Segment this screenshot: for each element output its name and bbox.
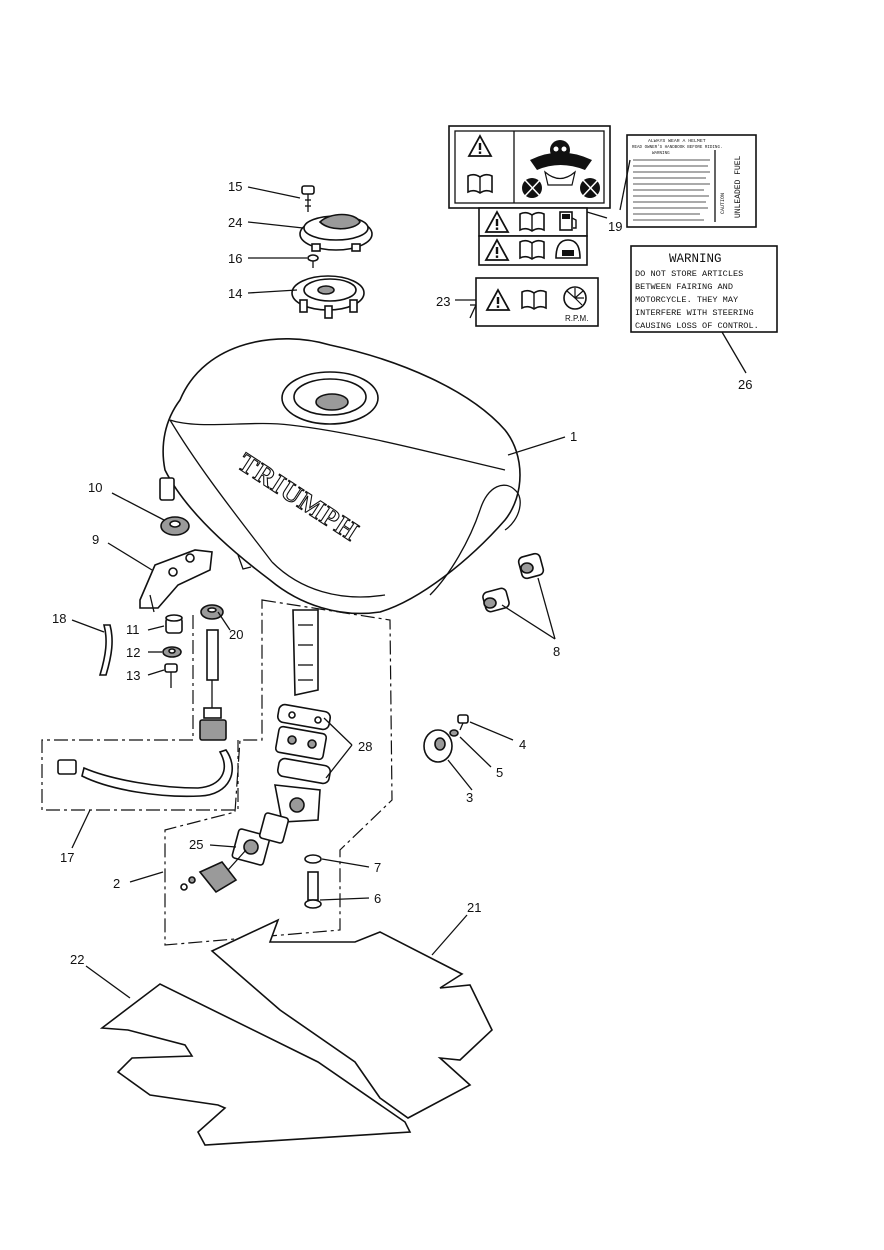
heat-pad-22-shape: [99, 983, 412, 1146]
label-19-helmet: [478, 235, 588, 266]
tachometer-icon: [563, 286, 587, 310]
gasket-28a: [276, 703, 332, 731]
helmet-label-fine-print: [633, 159, 710, 221]
callout-20: 20: [229, 627, 243, 642]
filler-ring-14: [291, 275, 365, 319]
callout-8: 8: [553, 644, 560, 659]
callout-16: 16: [228, 251, 242, 266]
callout-numbers: 1 2 3 4 5 6 7 8 9 10 11 12 13 14 15 16 1…: [52, 179, 752, 967]
bolt-13: [164, 663, 178, 688]
warning-line-1: DO NOT STORE ARTICLES: [635, 269, 743, 279]
heat-pad-21: [210, 918, 493, 1119]
rpm-text: R.P.M.: [565, 314, 588, 323]
callout-23: 23: [436, 294, 450, 309]
label-19-main: [448, 125, 611, 209]
rider-skull-icon: [522, 140, 600, 198]
label-19-fuel: [478, 207, 588, 237]
filter-tube: [292, 609, 319, 696]
breather-hose-18: [98, 624, 113, 676]
callout-5: 5: [496, 765, 503, 780]
screw-4: [457, 714, 469, 731]
gasket-28b: [276, 757, 332, 785]
helmet-icon: [555, 239, 581, 259]
callout-25: 25: [189, 837, 203, 852]
callout-18: 18: [52, 611, 66, 626]
callout-1: 1: [570, 429, 577, 444]
fuel-tank: TRIUMPH: [159, 338, 521, 615]
boundary-2: [164, 599, 393, 946]
warning-line-5: CAUSING LOSS OF CONTROL.: [635, 321, 759, 331]
label-23-rpm: R.P.M.: [475, 277, 599, 327]
helmet-label-warning: WARNING: [652, 152, 670, 156]
callout-24: 24: [228, 215, 242, 230]
leader-lines: [71, 159, 747, 999]
bracket-9: [139, 549, 213, 613]
grommet-20: [200, 604, 224, 620]
tap-lever: [180, 849, 247, 894]
bushing-8b: [482, 587, 510, 613]
callout-11: 11: [126, 622, 140, 637]
filler-screw-16: [307, 254, 319, 268]
helmet-label-subheading: READ OWNER'S HANDBOOK BEFORE RIDING.: [632, 145, 722, 150]
callout-13: 13: [126, 668, 140, 683]
callout-14: 14: [228, 286, 242, 301]
callout-4: 4: [519, 737, 526, 752]
tap-seal-25: [231, 812, 290, 866]
helmet-label-unleaded-fuel: UNLEADED FUEL: [734, 155, 743, 218]
callout-3: 3: [466, 790, 473, 805]
helmet-warning-label: ALWAYS WEAR A HELMET READ OWNER'S HANDBO…: [626, 134, 757, 228]
boundary-17: [41, 615, 239, 811]
spacer-block-28: [274, 725, 328, 761]
callout-26: 26: [738, 377, 752, 392]
callout-10: 10: [88, 480, 102, 495]
fuel-pump-icon: [559, 211, 577, 231]
tap-body: [274, 784, 321, 823]
callout-7: 7: [374, 860, 381, 875]
grommet-10: [160, 516, 190, 536]
callout-19: 19: [608, 219, 622, 234]
washer-5: [449, 729, 459, 737]
fuel-sender-17: [57, 629, 234, 798]
callout-22: 22: [70, 952, 84, 967]
callout-17: 17: [60, 850, 74, 865]
callout-6: 6: [374, 891, 381, 906]
spacer-11: [165, 614, 183, 634]
warning-line-2: BETWEEN FAIRING AND: [635, 282, 733, 292]
filler-cap-24: [299, 213, 373, 252]
callout-28: 28: [358, 739, 372, 754]
warning-line-4: INTERFERE WITH STEERING: [635, 308, 754, 318]
callout-21: 21: [467, 900, 481, 915]
callout-2: 2: [113, 876, 120, 891]
washer-7: [304, 854, 322, 864]
helmet-label-caution: CAUTION: [720, 193, 726, 214]
helmet-label-heading: ALWAYS WEAR A HELMET: [648, 138, 706, 144]
warning-line-3: MOTORCYCLE. THEY MAY: [635, 295, 738, 305]
callout-9: 9: [92, 532, 99, 547]
filler-cap-bolt-15: [301, 185, 315, 212]
fuel-cap-3: [423, 729, 453, 763]
callout-15: 15: [228, 179, 242, 194]
washer-12: [162, 646, 182, 658]
callout-12: 12: [126, 645, 140, 660]
bolt-6: [304, 871, 322, 909]
warning-title: WARNING: [669, 252, 722, 266]
fairing-warning-label: WARNING DO NOT STORE ARTICLES BETWEEN FA…: [630, 245, 778, 333]
bushing-8a: [517, 552, 545, 580]
